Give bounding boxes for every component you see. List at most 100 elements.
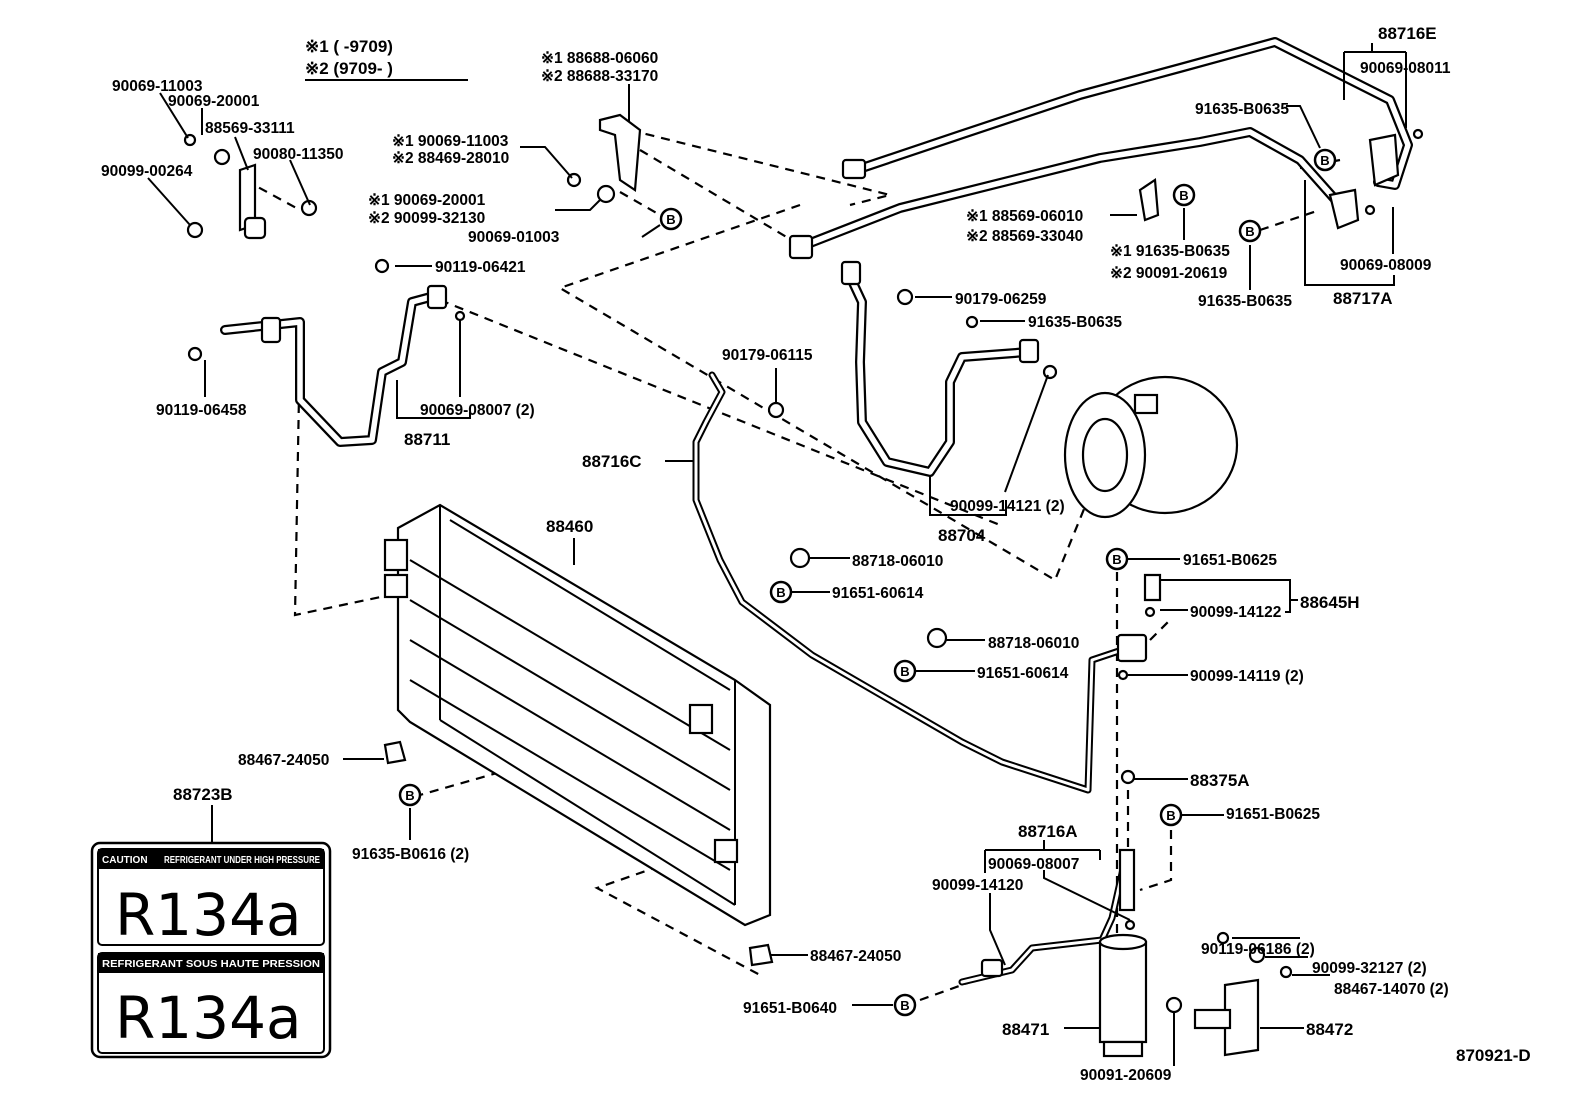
- pipe-88704: [840, 260, 1040, 477]
- refrigerant-type-bottom: R134a: [115, 984, 302, 1052]
- svg-text:B: B: [900, 664, 909, 679]
- part-label: 90099-14121 (2): [950, 498, 1065, 515]
- bolt-b-icon: B: [1313, 148, 1337, 172]
- part-label: 91635-B0635: [1195, 101, 1289, 118]
- part-label: 90091-20609: [1080, 1067, 1172, 1084]
- part-label: 90099-14119 (2): [1190, 668, 1304, 685]
- pipe-88711: [220, 284, 448, 447]
- part-label: 90099-00264: [101, 163, 193, 180]
- svg-text:B: B: [900, 998, 909, 1013]
- part-label: 88467-24050: [810, 948, 901, 965]
- part-label: 90069-08009: [1340, 257, 1432, 274]
- pipe-88716c: [692, 371, 1148, 794]
- part-label: 91651-60614: [832, 585, 924, 602]
- part-label: 90119-06458: [156, 402, 247, 419]
- note-2: ※2 (9709- ): [305, 59, 393, 78]
- part-label: 88569-33111: [205, 120, 295, 137]
- bolt-b-icon: B: [659, 207, 683, 231]
- part-label: 88467-14070 (2): [1334, 981, 1449, 998]
- bolt-b-icon: B: [1238, 219, 1262, 243]
- svg-text:B: B: [405, 788, 414, 803]
- part-label: 90099-14122: [1190, 604, 1281, 621]
- part-label: ※2 88469-28010: [392, 150, 509, 167]
- note-1: ※1 ( -9709): [305, 37, 393, 56]
- part-label: 88718-06010: [988, 635, 1079, 652]
- pipe-88716a: [958, 856, 1129, 986]
- part-label: 88467-24050: [238, 752, 329, 769]
- part-label: 88718-06010: [852, 553, 943, 570]
- part-label: 90179-06115: [722, 347, 813, 364]
- caution-header-french: REFRIGERANT SOUS HAUTE PRESSION: [102, 959, 320, 970]
- part-label: 90069-01003: [468, 229, 560, 246]
- pipe-88716e: [841, 37, 1413, 190]
- part-label: 88711: [404, 430, 450, 449]
- svg-text:B: B: [776, 585, 785, 600]
- bolt-b-icon: B: [893, 659, 917, 683]
- bolt-b-icon: B: [1159, 803, 1183, 827]
- part-label: ※1 88688-06060: [541, 50, 658, 67]
- part-label: 88716E: [1378, 24, 1437, 43]
- condenser-88460: [383, 503, 772, 927]
- bolt-b-icon: B: [1172, 183, 1196, 207]
- part-label: 88723B: [173, 785, 233, 804]
- compressor: [1063, 375, 1239, 519]
- svg-text:B: B: [1245, 224, 1254, 239]
- part-label: ※1 91635-B0635: [1110, 243, 1230, 260]
- part-label: 91635-B0616 (2): [352, 846, 469, 863]
- part-label: 91651-B0625: [1226, 806, 1320, 823]
- part-labels: 90069-11003 90069-20001 88569-33111 9008…: [101, 24, 1531, 1084]
- part-label: 91635-B0635: [1028, 314, 1122, 331]
- part-label: 88704: [938, 526, 986, 545]
- part-label: 88716A: [1018, 822, 1078, 841]
- svg-text:B: B: [1320, 153, 1329, 168]
- part-label: 88375A: [1190, 771, 1250, 790]
- part-label: 88460: [546, 517, 593, 536]
- bolt-b-icon: B: [893, 993, 917, 1017]
- part-label: 90069-11003: [112, 78, 203, 95]
- part-label: 90069-08007: [988, 856, 1079, 873]
- svg-text:B: B: [1112, 552, 1121, 567]
- refrigerant-type-top: R134a: [115, 881, 302, 949]
- part-label: 90069-08007 (2): [420, 402, 535, 419]
- bolt-b-icon: B: [769, 580, 793, 604]
- part-label: 88716C: [582, 452, 642, 471]
- part-label: 91651-B0625: [1183, 552, 1277, 569]
- part-label: 90099-32127 (2): [1312, 960, 1427, 977]
- svg-text:B: B: [1166, 808, 1175, 823]
- part-label: 91651-B0640: [743, 1000, 837, 1017]
- part-label: ※1 90069-11003: [392, 133, 509, 150]
- part-label: 88717A: [1333, 289, 1393, 308]
- bolt-b-icon: B: [398, 783, 422, 807]
- part-label: 88471: [1002, 1020, 1049, 1039]
- part-label: ※2 88569-33040: [966, 228, 1083, 245]
- part-label: 90179-06259: [955, 291, 1047, 308]
- caution-header-text: REFRIGERANT UNDER HIGH PRESSURE: [164, 855, 320, 866]
- part-label: ※2 88688-33170: [541, 68, 658, 85]
- part-label: 91651-60614: [977, 665, 1069, 682]
- diagram-code: 870921-D: [1456, 1046, 1531, 1065]
- dashed-leaders: [244, 128, 1341, 1002]
- pipe-88717a: [788, 127, 1360, 260]
- label-leaders: [147, 43, 1407, 1066]
- part-label: 91635-B0635: [1198, 293, 1292, 310]
- part-label: 90069-20001: [168, 93, 260, 110]
- part-label: 88645H: [1300, 593, 1360, 612]
- part-label: ※1 88569-06010: [966, 208, 1083, 225]
- bolt-b-icon: B: [1105, 547, 1129, 571]
- part-label: ※2 90091-20619: [1110, 265, 1228, 282]
- svg-text:B: B: [1179, 188, 1188, 203]
- svg-text:B: B: [666, 212, 675, 227]
- caution-label-88723b: CAUTION REFRIGERANT UNDER HIGH PRESSURE …: [90, 841, 332, 1059]
- part-label: ※1 90069-20001: [368, 192, 486, 209]
- receiver-dryer-88471: [1098, 848, 1148, 1058]
- part-label: 90099-14120: [932, 877, 1023, 894]
- small-parts: [183, 113, 1424, 1057]
- caution-header: CAUTION: [102, 855, 148, 866]
- part-label: 88472: [1306, 1020, 1353, 1039]
- part-label: 90069-08011: [1360, 60, 1451, 77]
- part-label: 90080-11350: [253, 146, 344, 163]
- bolt-markers: B B B B B B B B B B: [398, 148, 1337, 1017]
- part-label: 90119-06186 (2): [1201, 941, 1315, 958]
